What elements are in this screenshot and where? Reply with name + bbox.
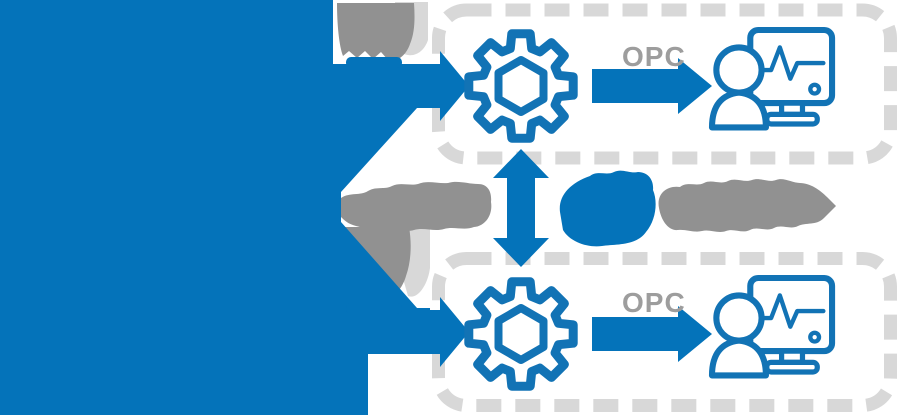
sync-label-blob: [559, 170, 656, 247]
connection-line-right-blob: [658, 179, 836, 232]
ingest-arrow-bottom: [333, 297, 469, 367]
opc-label-top: OPC: [622, 41, 686, 72]
ingest-arrow-top: [333, 51, 469, 121]
gear-icon-bottom: [464, 277, 578, 391]
opc-label-bottom: OPC: [622, 287, 686, 318]
blurred-blue-text-bottom: [346, 303, 402, 314]
gear-hex-hub: [494, 304, 548, 364]
gear-hex-hub: [494, 56, 548, 116]
gear-icon-top: [464, 29, 578, 143]
controllers-plant-blob: [0, 0, 430, 415]
opc-arrow-top: [592, 58, 712, 114]
opc-arrow-bottom: [592, 306, 712, 362]
vertical-double-arrow-icon: [493, 149, 549, 267]
blurred-blue-text-top: [346, 57, 402, 68]
protocol-label-blob-top: [337, 3, 415, 61]
connection-line-left-blob: [310, 181, 492, 231]
